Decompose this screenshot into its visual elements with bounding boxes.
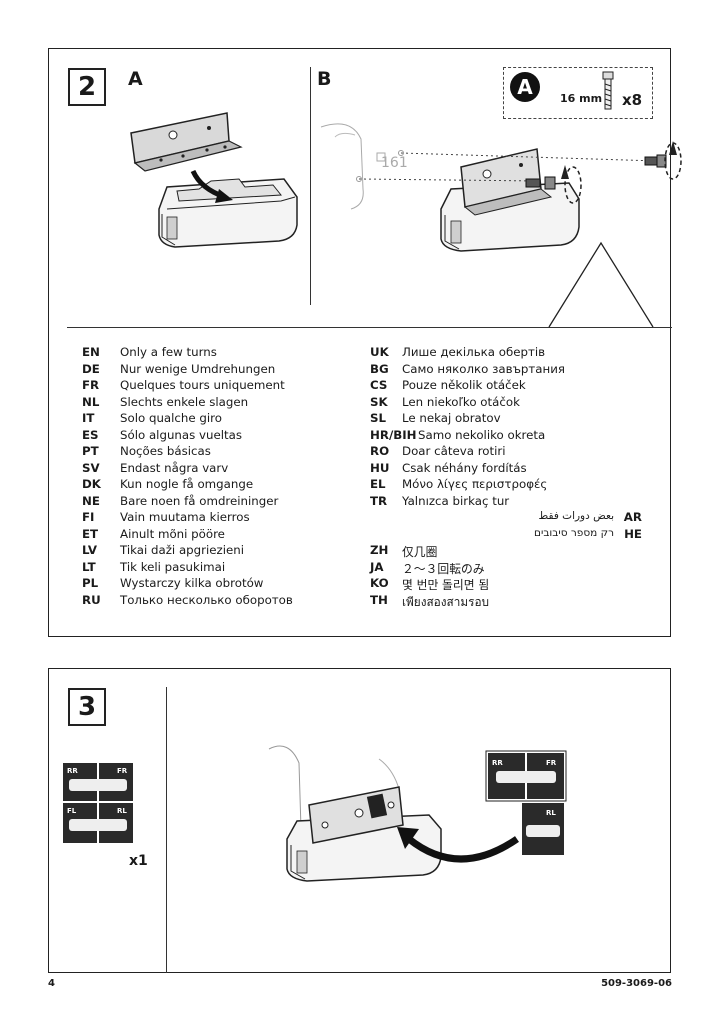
svg-text:RL: RL [117, 807, 127, 815]
svg-text:161: 161 [381, 155, 408, 171]
translation-text: Nur wenige Umdrehungen [120, 361, 276, 376]
sticker-sheet-icon: RR FR FL RL [63, 763, 133, 843]
language-code: DE [82, 361, 100, 376]
language-code: ES [82, 427, 99, 442]
sub-step-b-label: B [317, 68, 332, 90]
language-code: LT [82, 559, 96, 574]
language-code: LV [82, 543, 98, 557]
svg-text:RR: RR [492, 759, 503, 767]
translation-text: Tik keli pasukimai [120, 559, 226, 574]
illustration-apply-sticker [268, 745, 519, 882]
language-code: PL [82, 576, 99, 590]
language-code: ZH [370, 543, 389, 557]
sticker-sheet-large: RR FR RL [485, 750, 567, 855]
step-3-panel: 3 RR FR FL RL x1 RR [48, 668, 671, 973]
translation-text: Csak néhány fordítás [402, 460, 527, 475]
translation-text: Только несколько оборотов [120, 592, 293, 607]
language-code: ET [82, 526, 99, 541]
language-code: EN [82, 345, 100, 359]
screw-icon [602, 71, 614, 110]
translation-text: Only a few turns [120, 345, 217, 359]
translation-text: Yalnızca birkaç tur [402, 493, 510, 508]
language-code: JA [370, 559, 384, 574]
language-code: AR [623, 510, 642, 524]
translation-text: Μόνο λίγες περιστροφές [402, 477, 548, 491]
translation-text: Le nekaj obratov [402, 411, 501, 425]
language-code: RU [82, 592, 101, 607]
illustration-a-bracket-onto-foot [130, 112, 298, 248]
svg-text:RR: RR [67, 767, 78, 775]
language-code: UK [370, 345, 389, 359]
translation-text: بعض دورات فقط [538, 510, 614, 522]
screw-quantity: x8 [622, 91, 643, 109]
divider-vertical [310, 67, 311, 305]
hardware-callout: A 16 mm x8 [503, 67, 653, 119]
translation-text: ２～３回転のみ [402, 561, 485, 576]
translation-text: Noções básicas [120, 444, 211, 458]
language-code: PT [82, 444, 99, 458]
translation-text: Endast några varv [120, 460, 229, 475]
language-code: HU [370, 460, 390, 475]
svg-text:RL: RL [546, 809, 556, 817]
callout-badge: A [510, 72, 540, 102]
language-code: HE [624, 526, 642, 541]
step-number: 3 [68, 688, 106, 726]
translation-text: Wystarczy kilka obrotów [120, 576, 264, 590]
language-code: TR [370, 493, 388, 508]
translation-text: Bare noen få omdreininger [120, 493, 279, 508]
language-code: SL [370, 411, 387, 425]
sticker-quantity: x1 [129, 853, 148, 869]
language-code: TH [370, 592, 388, 607]
language-code: FR [82, 378, 100, 392]
translation-text: Tikai daži apgriezieni [120, 543, 245, 557]
translation-text: Quelques tours uniquement [120, 378, 285, 392]
language-code: HR/BIH [370, 427, 417, 442]
translation-text: 몇 번만 돌리면 됨 [402, 578, 490, 592]
translation-text: Samo nekoliko okreta [418, 427, 546, 442]
svg-text:FL: FL [67, 807, 77, 815]
language-code: NE [82, 493, 100, 508]
language-code: SK [370, 394, 388, 409]
translation-text: Len niekoľko otáčok [402, 394, 520, 409]
translation-text: เพียงสองสามรอบ [402, 594, 490, 609]
translation-text: רק מספר סיבובים [534, 526, 614, 539]
divider-horizontal [67, 327, 672, 328]
language-code: KO [370, 576, 389, 590]
translation-text: Kun nogle få omgange [120, 477, 254, 491]
translation-text: Само няколко завъртания [402, 361, 565, 376]
page-number: 4 [48, 978, 55, 989]
language-code: CS [370, 378, 388, 392]
translation-text: Doar câteva rotiri [402, 444, 506, 458]
translation-text: Ainult mõni pööre [120, 526, 225, 541]
translation-row-rtl: AR بعض دورات فقط [442, 510, 642, 526]
translation-row-rtl: HE רק מספר סיבובים [442, 527, 642, 543]
document-code: 509-3069-06 [601, 978, 672, 989]
language-code: EL [370, 477, 386, 491]
step-number: 2 [68, 68, 106, 106]
language-code: NL [82, 394, 100, 409]
language-code: FI [82, 510, 95, 524]
svg-text:FR: FR [117, 767, 128, 775]
language-code: BG [370, 361, 389, 376]
translation-text: 仅几圈 [402, 545, 438, 559]
language-code: DK [82, 477, 101, 491]
translation-text: Slechts enkele slagen [120, 394, 249, 409]
svg-text:FR: FR [546, 759, 557, 767]
translation-text: Solo qualche giro [120, 411, 222, 425]
language-code: SV [82, 460, 100, 475]
step-2-panel: 2 A B 161 [48, 48, 682, 637]
translation-text: Vain muutama kierros [120, 510, 250, 524]
divider-vertical [166, 687, 167, 973]
sub-step-a-label: A [128, 68, 143, 90]
translation-text: Лише декілька обертів [402, 345, 546, 359]
language-code: IT [82, 411, 95, 425]
translation-text: Pouze několik otáček [402, 378, 526, 392]
screw-length-label: 16 mm [560, 92, 603, 105]
translation-text: Sólo algunas vueltas [120, 427, 243, 442]
language-code: RO [370, 444, 390, 458]
illustration-b-screw-fixing: 161 [320, 123, 682, 328]
